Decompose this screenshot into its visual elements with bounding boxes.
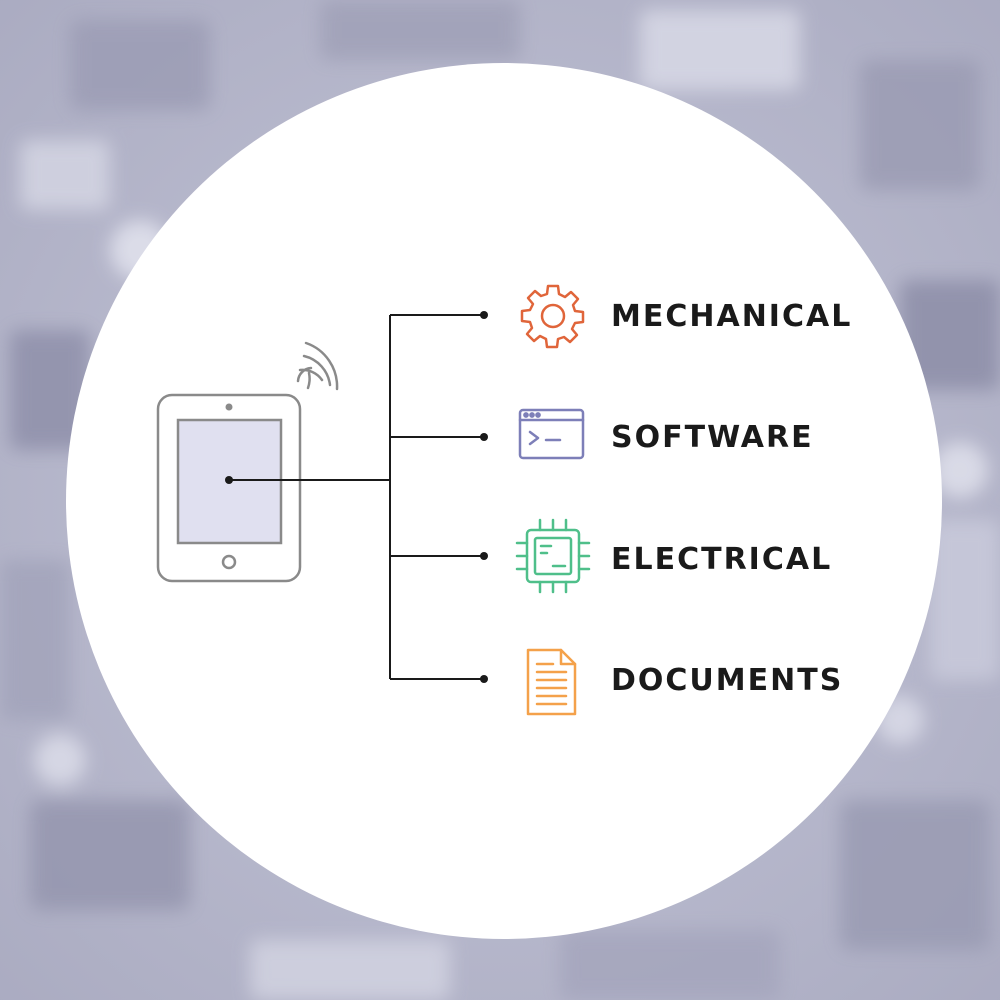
connector-end-dot xyxy=(480,675,488,683)
branch-label-electrical: ELECTRICAL xyxy=(611,545,832,575)
chip-icon xyxy=(517,520,589,592)
branch-label-software: SOFTWARE xyxy=(611,423,814,453)
wifi-signal-icon xyxy=(298,343,337,389)
connector-end-dot xyxy=(480,311,488,319)
tablet-icon xyxy=(158,395,300,581)
branch-label-documents: DOCUMENTS xyxy=(611,666,843,696)
connector-origin-dot xyxy=(225,476,233,484)
document-icon xyxy=(528,650,575,714)
branch-label-mechanical: MECHANICAL xyxy=(611,302,852,332)
gear-icon xyxy=(522,286,583,347)
terminal-window-icon xyxy=(520,410,583,458)
connector-end-dot xyxy=(480,552,488,560)
connector-end-dot xyxy=(480,433,488,441)
